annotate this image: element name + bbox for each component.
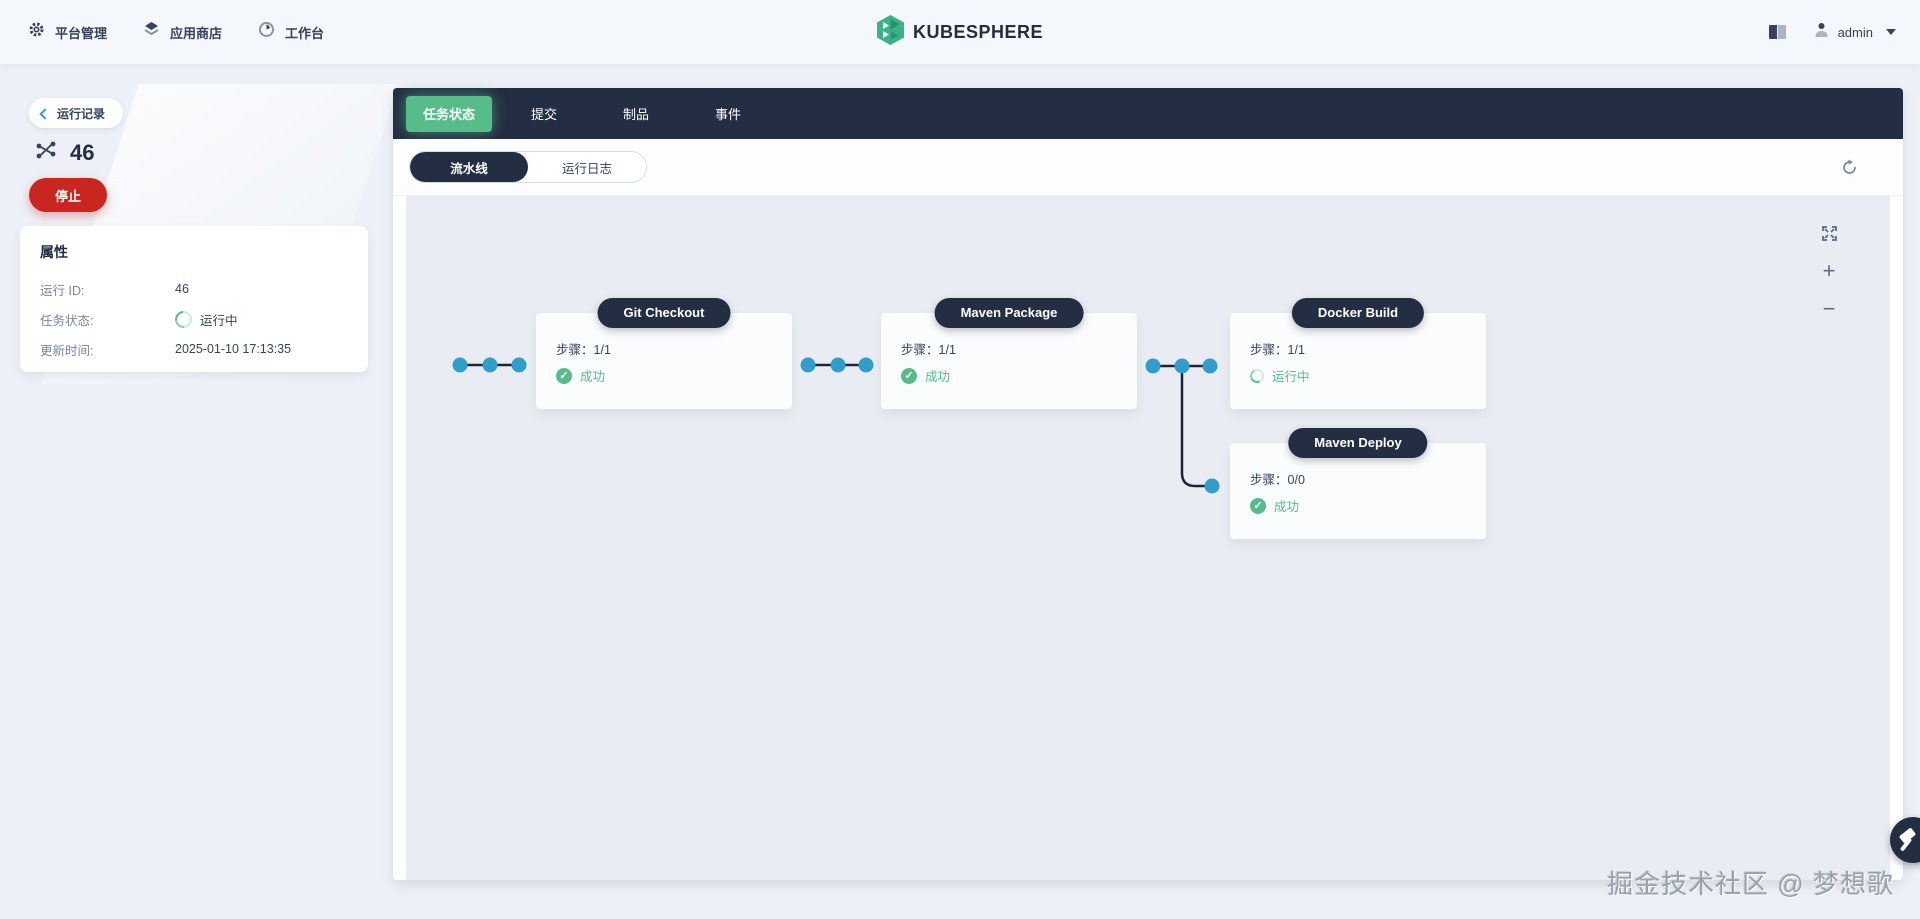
fullscreen-icon[interactable] xyxy=(1818,222,1840,244)
nav-label: 工作台 xyxy=(285,25,325,41)
nav-workbench[interactable]: 工作台 xyxy=(258,21,324,43)
tab-commits[interactable]: 提交 xyxy=(530,107,557,122)
tab-task-status[interactable]: 任务状态 xyxy=(406,95,492,132)
view-toggle-group: 流水线 运行日志 xyxy=(409,151,647,183)
status-text: 运行中 xyxy=(1272,370,1310,384)
gear-icon xyxy=(28,21,45,43)
prop-row-update-time: 更新时间: 2025-01-10 17:13:35 xyxy=(40,334,348,364)
prop-row-run-id: 运行 ID: 46 xyxy=(40,274,348,304)
stage-status: ✓ 成功 xyxy=(1250,496,1466,515)
prop-label: 更新时间: xyxy=(40,343,94,358)
prop-label: 运行 ID: xyxy=(40,283,85,298)
stage-name-pill: Git Checkout xyxy=(597,298,731,328)
attributes-title: 属性 xyxy=(40,244,68,260)
header-right: admin xyxy=(1768,0,1896,64)
view-toolbar: 流水线 运行日志 xyxy=(393,139,1903,196)
pipeline-connectors xyxy=(452,357,1220,494)
pipeline-run-icon xyxy=(36,141,57,166)
status-text: 成功 xyxy=(580,370,606,384)
steps-value: 0/0 xyxy=(1287,473,1305,487)
toggle-pipeline-view[interactable]: 流水线 xyxy=(410,152,528,182)
stage-steps: 步骤：1/1 xyxy=(901,339,1117,358)
back-label: 运行记录 xyxy=(57,106,106,121)
steps-label: 步骤： xyxy=(1250,343,1288,357)
status-text: 成功 xyxy=(925,370,951,384)
steps-value: 1/1 xyxy=(593,343,611,357)
run-title-row: 46 xyxy=(36,140,94,166)
stage-status: ✓ 成功 xyxy=(556,366,772,385)
run-detail-panel: 任务状态 提交 制品 事件 流水线 运行日志 xyxy=(393,88,1903,880)
status-text: 运行中 xyxy=(200,313,238,328)
canvas-controls: + − xyxy=(1818,222,1840,320)
stage-name-pill: Docker Build xyxy=(1291,298,1425,328)
user-icon xyxy=(1814,22,1829,43)
global-header: 平台管理 应用商店 工作台 KUBESPHERE xyxy=(0,0,1920,64)
workbench-icon xyxy=(258,21,275,43)
user-menu[interactable]: admin xyxy=(1814,22,1896,43)
stage-status: 运行中 xyxy=(1248,366,1466,385)
tab-events[interactable]: 事件 xyxy=(714,107,741,122)
stage-status: ✓ 成功 xyxy=(901,366,1117,385)
status-text: 成功 xyxy=(1274,500,1300,514)
prop-value: 2025-01-10 17:13:35 xyxy=(175,342,292,356)
nav-label: 平台管理 xyxy=(55,25,108,41)
tab-artifacts[interactable]: 制品 xyxy=(622,107,649,122)
running-spinner-icon xyxy=(1248,366,1266,385)
toolbox-button[interactable] xyxy=(1890,817,1920,863)
steps-label: 步骤： xyxy=(1250,473,1288,487)
run-detail-sidebar: 运行记录 46 停止 属性 运行 ID: 46 任务状态: 运行中 xyxy=(0,64,399,919)
prop-value: 运行中 xyxy=(171,307,238,331)
pipeline-canvas[interactable]: Git Checkout 步骤：1/1 ✓ 成功 Maven Package 步… xyxy=(406,196,1890,880)
steps-value: 1/1 xyxy=(938,343,956,357)
prop-row-task-status: 任务状态: 运行中 xyxy=(40,304,348,334)
nav-platform-management[interactable]: 平台管理 xyxy=(28,21,107,43)
stage-git-checkout[interactable]: Git Checkout 步骤：1/1 ✓ 成功 xyxy=(536,298,792,409)
steps-label: 步骤： xyxy=(901,343,939,357)
steps-label: 步骤： xyxy=(556,343,594,357)
run-id-title: 46 xyxy=(70,140,95,165)
nav-app-store[interactable]: 应用商店 xyxy=(143,21,222,43)
docs-book-icon[interactable] xyxy=(1768,25,1786,39)
success-check-icon: ✓ xyxy=(901,367,917,384)
detail-tabbar: 任务状态 提交 制品 事件 xyxy=(393,88,1903,139)
attributes-card: 属性 运行 ID: 46 任务状态: 运行中 更新时间: 2025-01-10 … xyxy=(20,226,368,372)
back-to-run-records[interactable]: 运行记录 xyxy=(29,98,124,128)
stage-steps: 步骤：1/1 xyxy=(556,339,772,358)
stage-steps: 步骤：0/0 xyxy=(1250,469,1466,488)
stage-docker-build[interactable]: Docker Build 步骤：1/1 运行中 xyxy=(1230,298,1486,409)
stop-button[interactable]: 停止 xyxy=(29,178,107,212)
stage-maven-deploy[interactable]: Maven Deploy 步骤：0/0 ✓ 成功 xyxy=(1230,428,1486,539)
chevron-down-icon xyxy=(1886,29,1896,35)
zoom-in-button[interactable]: + xyxy=(1822,258,1836,283)
stage-maven-package[interactable]: Maven Package 步骤：1/1 ✓ 成功 xyxy=(881,298,1137,409)
steps-value: 1/1 xyxy=(1287,343,1305,357)
nav-label: 应用商店 xyxy=(170,25,223,41)
success-check-icon: ✓ xyxy=(556,367,572,384)
logo-text: KUBESPHERE xyxy=(912,21,1044,42)
stage-steps: 步骤：1/1 xyxy=(1250,339,1466,358)
prop-label: 任务状态: xyxy=(40,313,94,328)
kubesphere-logo-icon xyxy=(876,14,904,50)
app-store-icon xyxy=(143,21,160,43)
user-name: admin xyxy=(1837,24,1873,40)
stage-name-pill: Maven Deploy xyxy=(1288,428,1428,458)
chevron-left-icon xyxy=(39,107,51,120)
refresh-icon[interactable] xyxy=(1835,153,1863,181)
kubesphere-logo[interactable]: KUBESPHERE xyxy=(876,0,1044,64)
running-spinner-icon xyxy=(171,307,196,331)
success-check-icon: ✓ xyxy=(1250,497,1266,514)
prop-value: 46 xyxy=(175,282,189,296)
toggle-run-logs[interactable]: 运行日志 xyxy=(528,152,646,182)
stage-name-pill: Maven Package xyxy=(934,298,1084,328)
header-nav: 平台管理 应用商店 工作台 xyxy=(0,21,324,43)
zoom-out-button[interactable]: − xyxy=(1822,296,1836,321)
